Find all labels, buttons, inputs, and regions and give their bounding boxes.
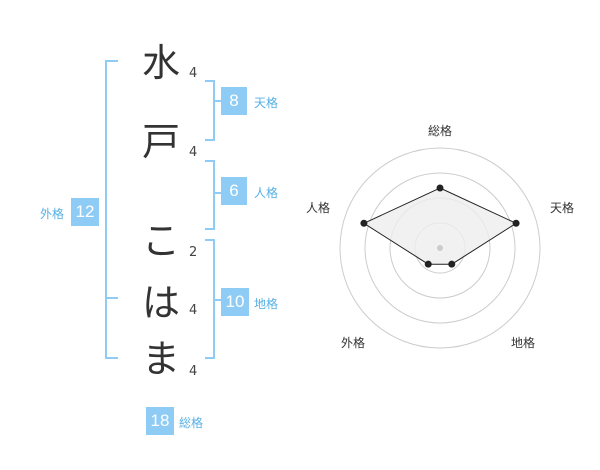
name-char-3: こ <box>141 219 180 263</box>
radar-center-dot <box>437 245 443 251</box>
name-char-4: は <box>141 281 180 325</box>
tenkaku-value: 8 <box>221 87 247 115</box>
name-char-2: 戸 <box>141 120 180 164</box>
gaikaku-label: 外格 <box>40 207 65 221</box>
stroke-count-4: 4 <box>189 303 198 318</box>
jinkaku-label: 人格 <box>254 186 279 200</box>
radar-point-5 <box>360 219 368 227</box>
soukaku-value: 18 <box>146 407 174 435</box>
radar-axis-label-gaikaku: 外格 <box>341 335 365 350</box>
stroke-count-1: 4 <box>189 66 198 81</box>
gaikaku-value: 12 <box>71 198 99 226</box>
chikaku-label: 地格 <box>254 297 279 311</box>
name-char-5: ま <box>141 337 180 381</box>
jinkaku-value: 6 <box>221 177 247 205</box>
radar-point-3 <box>448 260 456 268</box>
soukaku-label: 総格 <box>179 416 204 430</box>
name-char-1: 水 <box>141 41 180 85</box>
radar-axis-label-jinkaku: 人格 <box>306 200 330 215</box>
stroke-count-3: 2 <box>189 245 198 260</box>
radar-point-4 <box>424 260 432 268</box>
radar-axis-label-soukaku: 総格 <box>428 123 452 138</box>
tenkaku-label: 天格 <box>254 96 279 110</box>
radar-point-1 <box>436 184 444 192</box>
stroke-count-5: 4 <box>189 364 198 379</box>
radar-axis-label-chikaku: 地格 <box>511 335 535 350</box>
radar-point-2 <box>512 219 520 227</box>
radar-grid-ring-4 <box>339 147 541 349</box>
chikaku-value: 10 <box>221 288 249 316</box>
radar-grid-ring-3 <box>364 172 516 324</box>
radar-series-area <box>362 187 518 265</box>
stroke-count-2: 4 <box>189 145 198 160</box>
radar-axis-label-tenkaku: 天格 <box>550 200 574 215</box>
